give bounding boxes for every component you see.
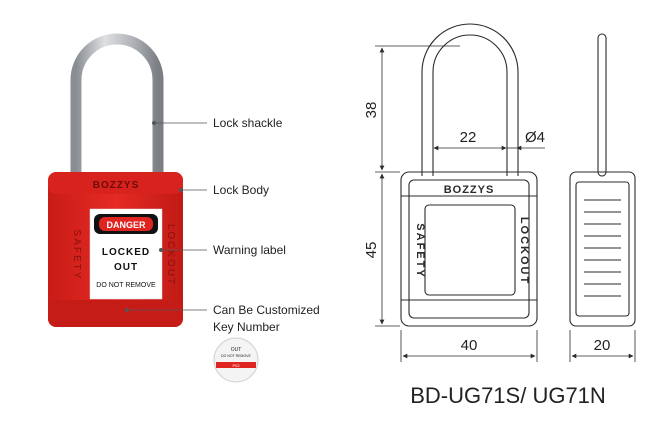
drawing-brand: BOZZYS <box>444 184 495 196</box>
drawing-side-lockout: LOCKOUT <box>518 217 530 285</box>
padlock-photo: BOZZYS SAFETY LOCKOUT DANGER LOCKED OUT … <box>48 33 259 383</box>
dimension-lines <box>375 45 636 362</box>
callout-key-number: Key Number <box>213 320 280 334</box>
callout-customizable: Can Be Customized <box>213 303 320 317</box>
side-text-safety: SAFETY <box>71 230 82 281</box>
callout-lock-shackle: Lock shackle <box>213 116 283 130</box>
side-text-lockout: LOCKOUT <box>165 224 176 286</box>
dim-shackle-height: 38 <box>363 102 380 119</box>
svg-text:DO NOT REMOVE: DO NOT REMOVE <box>96 282 156 289</box>
brand-logo: BOZZYS <box>93 180 140 191</box>
svg-text:OUT: OUT <box>231 347 242 353</box>
shackle <box>70 33 164 178</box>
front-drawing <box>400 23 538 327</box>
svg-text:DO NOT REMOVE: DO NOT REMOVE <box>221 354 251 358</box>
side-drawing <box>569 33 636 327</box>
svg-text:DANGER: DANGER <box>106 220 146 230</box>
dim-shackle-diameter: Ø4 <box>525 129 545 146</box>
callouts <box>127 122 207 311</box>
svg-text:LOCKED: LOCKED <box>102 247 150 258</box>
callout-warning-label: Warning label <box>213 243 286 257</box>
dim-shackle-inner-width: 22 <box>460 129 477 146</box>
svg-text:P02: P02 <box>232 363 240 368</box>
dim-body-depth: 20 <box>594 337 611 354</box>
model-number: BD-UG71S/ UG71N <box>410 383 606 408</box>
drawing-side-safety: SAFETY <box>414 223 426 278</box>
svg-text:OUT: OUT <box>114 262 138 273</box>
key-number-badge: OUT DO NOT REMOVE P02 <box>213 337 259 383</box>
callout-lock-body: Lock Body <box>213 183 269 197</box>
dim-body-height: 45 <box>363 242 380 259</box>
warning-label: DANGER LOCKED OUT DO NOT REMOVE <box>89 208 163 300</box>
dim-body-width: 40 <box>461 337 478 354</box>
